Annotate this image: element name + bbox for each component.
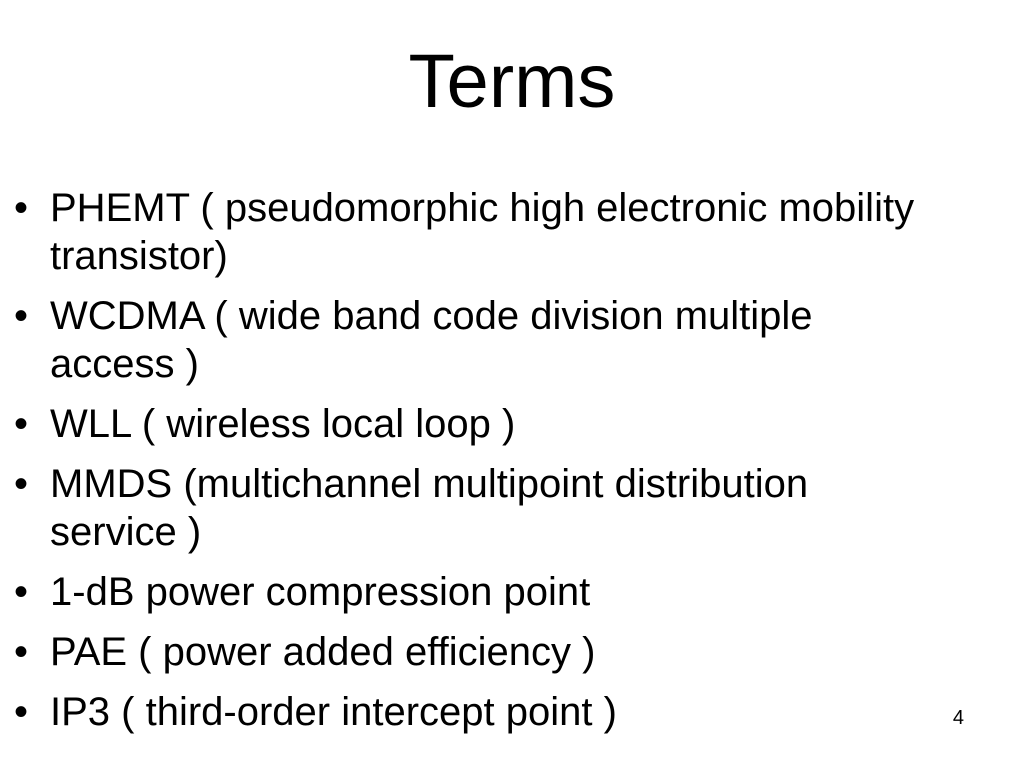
bullet-item-wll: • WLL ( wireless local loop ) (10, 400, 940, 448)
terms-bullet-list: • PHEMT ( pseudomorphic high electronic … (10, 184, 940, 748)
bullet-icon: • (14, 294, 29, 338)
bullet-item-pae: • PAE ( power added efficiency ) (10, 628, 940, 676)
bullet-text: WLL ( wireless local loop ) (50, 402, 516, 446)
bullet-item-ip3: • IP3 ( third-order intercept point ) (10, 688, 940, 736)
bullet-icon: • (14, 186, 29, 230)
slide-page-number: 4 (952, 707, 964, 729)
bullet-text: PHEMT ( pseudomorphic high electronic mo… (50, 186, 915, 278)
bullet-icon: • (14, 402, 29, 446)
bullet-text: 1-dB power compression point (50, 570, 591, 614)
bullet-text: MMDS (multichannel multipoint distributi… (50, 462, 809, 554)
bullet-item-1db-compression: • 1-dB power compression point (10, 568, 940, 616)
bullet-text: IP3 ( third-order intercept point ) (50, 690, 617, 734)
bullet-item-phemt: • PHEMT ( pseudomorphic high electronic … (10, 184, 940, 280)
bullet-icon: • (14, 630, 29, 674)
bullet-icon: • (14, 462, 29, 506)
bullet-text: PAE ( power added efficiency ) (50, 630, 596, 674)
bullet-icon: • (14, 570, 29, 614)
slide-title: Terms (408, 39, 616, 124)
bullet-item-mmds: • MMDS (multichannel multipoint distribu… (10, 460, 940, 556)
bullet-item-wcdma: • WCDMA ( wide band code division multip… (10, 292, 940, 388)
bullet-text: WCDMA ( wide band code division multiple… (50, 294, 813, 386)
bullet-icon: • (14, 690, 29, 734)
